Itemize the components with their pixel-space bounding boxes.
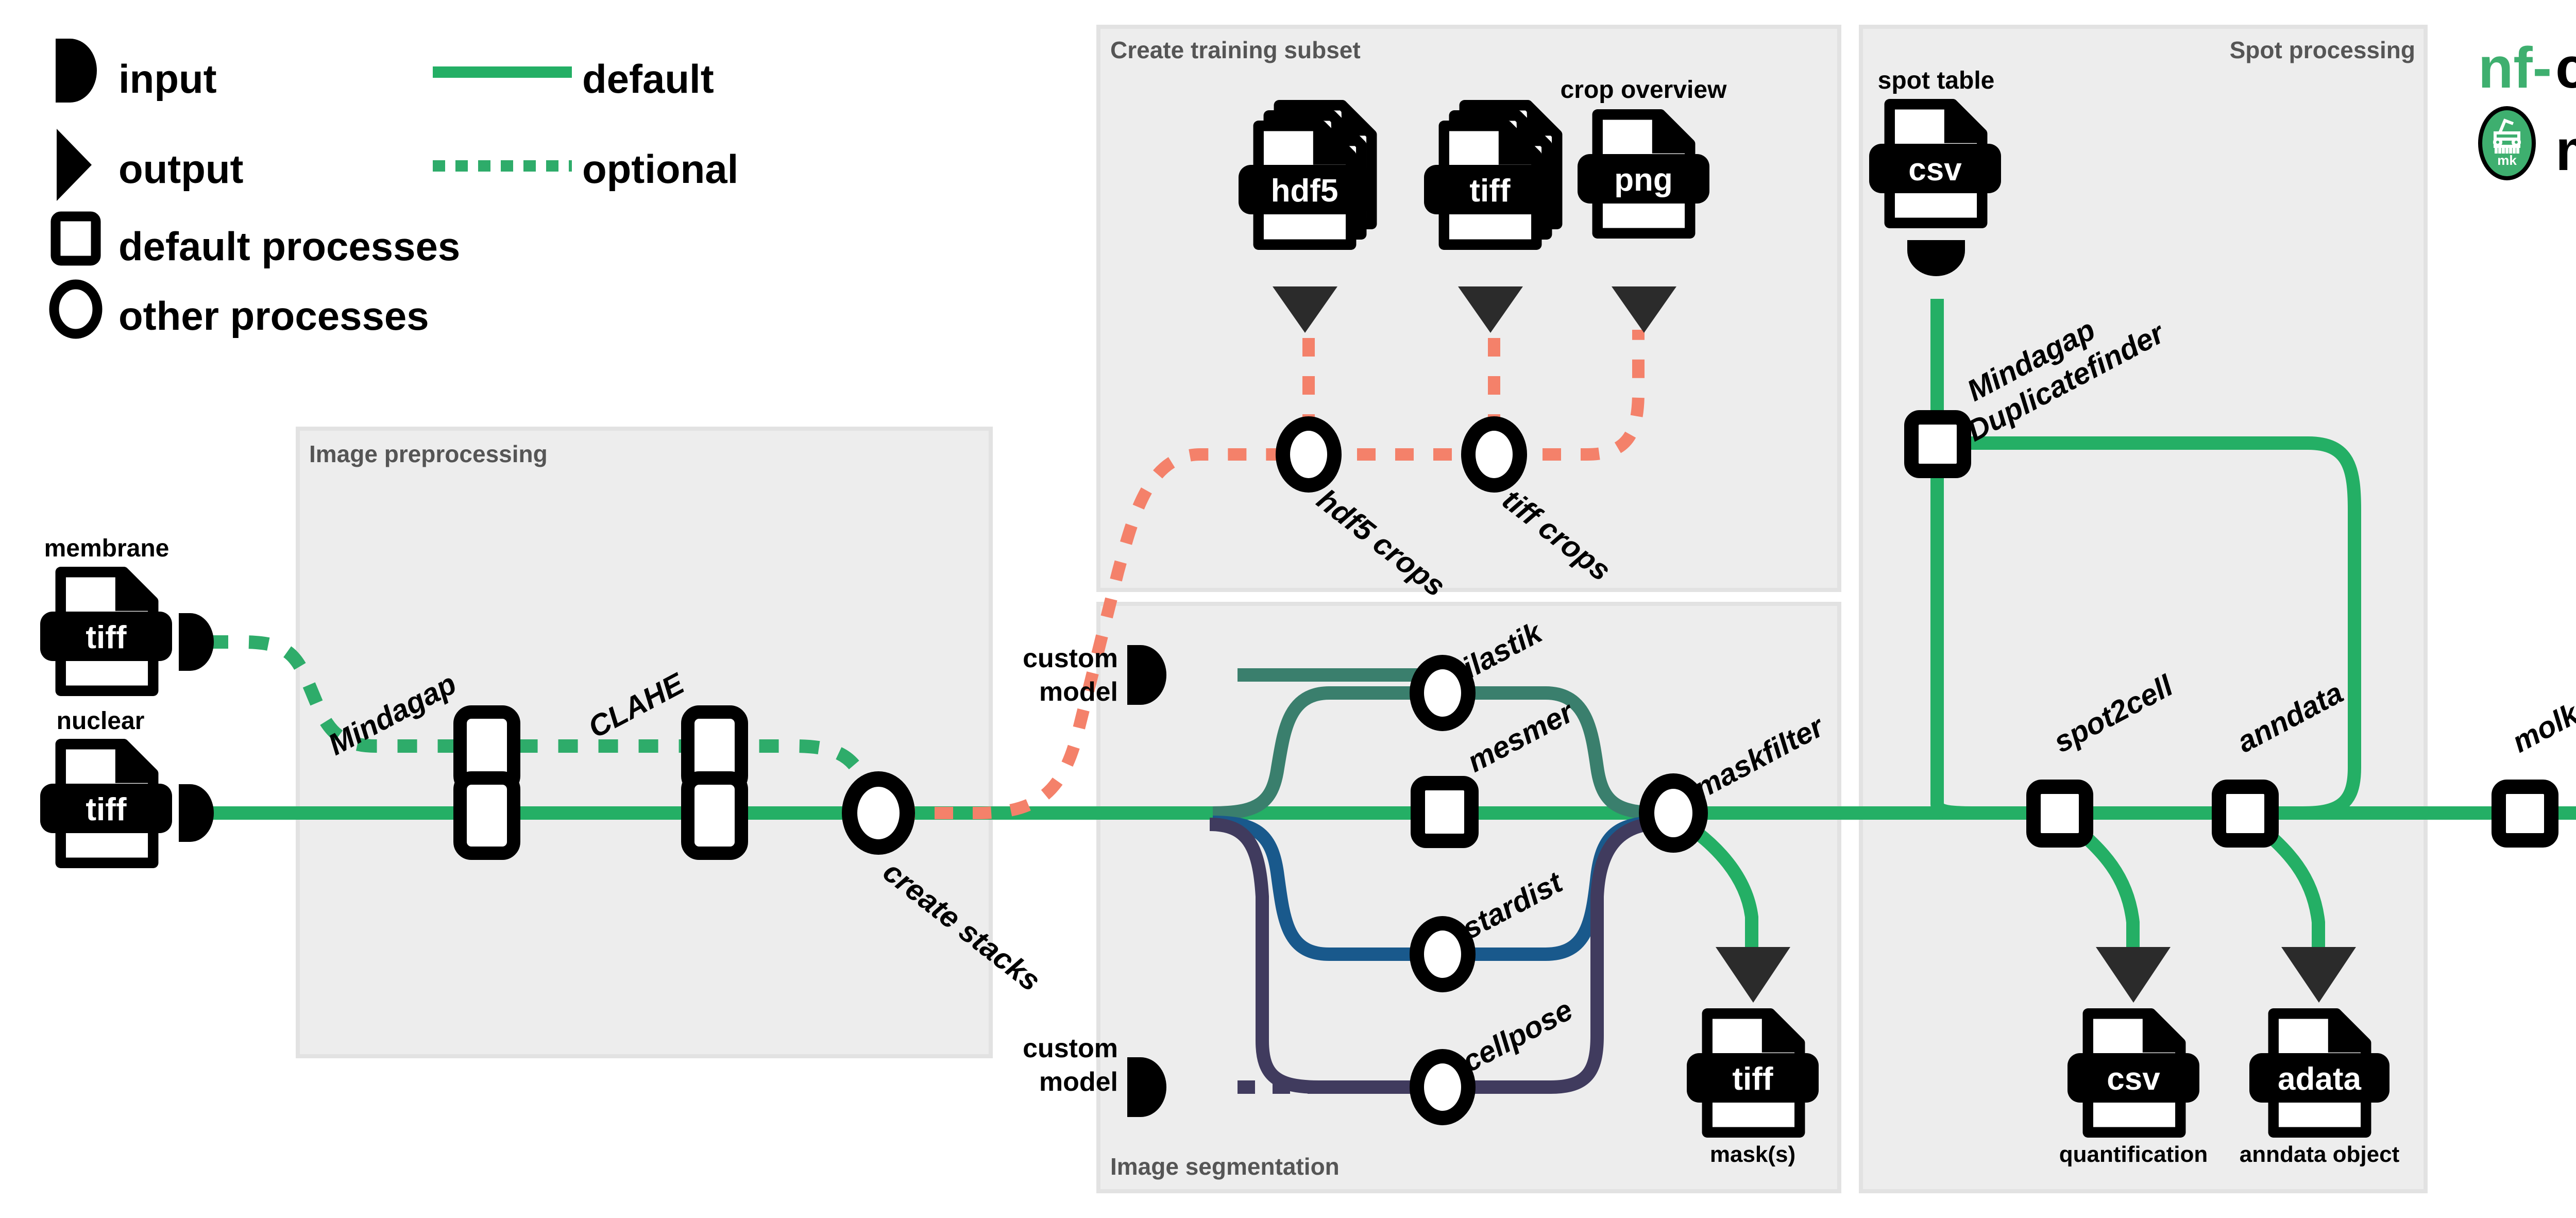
input-label-line1: custom (1023, 644, 1118, 673)
file-ext-label: tiff (86, 792, 127, 827)
logo-core: core/ (2555, 36, 2576, 100)
logo-pipeline: molkart (2555, 118, 2576, 182)
flow-optional-membrane (209, 635, 882, 807)
input-half-pill-icon (179, 613, 214, 671)
logo-prefix: nf- (2478, 36, 2552, 100)
legend-label-other-processes: other processes (118, 293, 429, 339)
panel-title: Create training subset (1110, 37, 1361, 63)
input-membrane-tiff[interactable]: membrane tiff (40, 535, 214, 691)
flow-segmentation-branches (1209, 668, 1662, 1094)
input-nuclear-tiff[interactable]: nuclear tiff (40, 707, 214, 863)
output-anndata-object[interactable]: adata anndata object (2240, 1012, 2400, 1167)
file-caption: membrane (44, 535, 170, 562)
output-triangle-icon (1458, 286, 1523, 333)
file-ext-label: csv (2107, 1061, 2160, 1097)
output-crop-overview[interactable]: crop overview png (1561, 76, 1727, 333)
output-tiff-crops[interactable]: tiff (1424, 104, 1558, 333)
file-ext-label: tiff (1469, 173, 1511, 209)
nf-core-logo: nf- core/ mk molkart (2478, 36, 2576, 182)
file-caption: quantification (2059, 1142, 2208, 1167)
input-half-pill-icon (56, 39, 97, 103)
output-triangle-icon (1612, 286, 1676, 333)
default-process-square-icon (50, 211, 101, 266)
output-masks-tiff[interactable]: tiff mask(s) (1687, 1012, 1819, 1167)
output-triangle-icon (1273, 286, 1337, 333)
output-quantification-csv[interactable]: csv quantification (2059, 1012, 2208, 1167)
legend-default-process-row: default processes (50, 211, 460, 269)
legend: input output default processes other pro… (49, 39, 738, 339)
legend-output-row: output (57, 129, 244, 201)
input-label-line1: custom (1023, 1034, 1118, 1063)
file-ext-label: tiff (86, 620, 127, 655)
input-custom-model-cellpose[interactable]: custom model (1023, 1034, 1166, 1117)
legend-optional-line-row: optional (433, 146, 738, 192)
input-half-pill-icon (1127, 1057, 1166, 1117)
file-caption: crop overview (1561, 76, 1727, 104)
input-half-pill-icon (179, 784, 214, 842)
other-process-circle-icon (49, 279, 103, 339)
panel-title: Spot processing (2230, 37, 2415, 63)
panel-title: Image segmentation (1110, 1153, 1340, 1180)
input-custom-model-ilastik[interactable]: custom model (1023, 644, 1166, 707)
input-label-line2: model (1039, 677, 1118, 707)
legend-input-row: input (56, 39, 217, 103)
flow-training-subset (896, 330, 1645, 819)
legend-label-output: output (118, 146, 244, 192)
input-half-pill-icon (1907, 240, 1965, 276)
output-triangle-icon (57, 129, 92, 201)
file-ext-label: csv (1908, 152, 1962, 188)
badge-text: mk (2497, 153, 2517, 168)
lawn-mower-icon (2493, 119, 2521, 154)
legend-default-line-row: default (433, 56, 714, 102)
file-ext-label: png (1614, 162, 1673, 198)
file-caption: mask(s) (1710, 1142, 1795, 1167)
legend-label-default-processes: default processes (118, 224, 460, 269)
file-caption: anndata object (2240, 1142, 2400, 1167)
input-half-pill-icon (1127, 645, 1166, 705)
output-hdf5-crops[interactable]: hdf5 (1239, 104, 1372, 333)
legend-label-default: default (582, 56, 714, 102)
file-ext-label: adata (2278, 1061, 2361, 1097)
file-caption: spot table (1878, 67, 1995, 94)
input-spot-table-csv[interactable]: spot table csv (1869, 67, 2001, 276)
panel-title: Image preprocessing (309, 441, 548, 467)
file-ext-label: hdf5 (1271, 173, 1338, 209)
file-caption: nuclear (57, 707, 145, 735)
legend-other-process-row: other processes (49, 279, 429, 339)
molkart-badge-icon: mk (2478, 106, 2536, 180)
legend-label-optional: optional (582, 146, 738, 192)
file-ext-label: tiff (1732, 1061, 1773, 1097)
legend-label-input: input (118, 56, 217, 102)
input-label-line2: model (1039, 1067, 1118, 1097)
